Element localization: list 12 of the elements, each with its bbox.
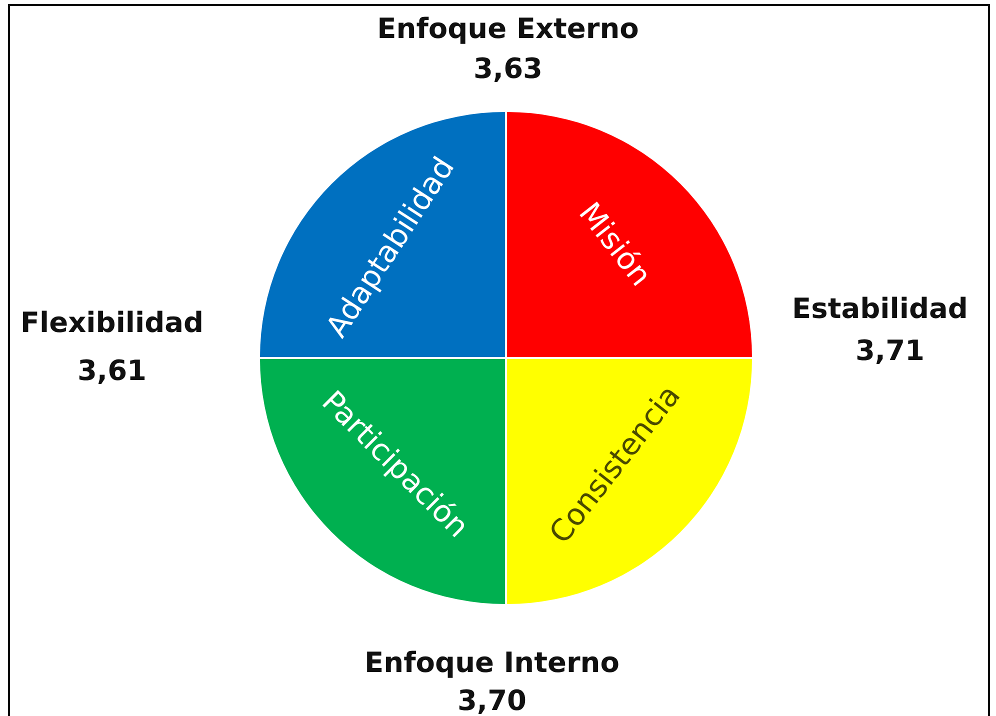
axis-label: Enfoque Interno [364, 646, 620, 679]
score-value: 3,71 [855, 334, 925, 367]
axis-label: Estabilidad [792, 292, 968, 325]
axis-label: Flexibilidad [20, 306, 204, 339]
quadrant-segment [260, 359, 505, 604]
quadrant-segment [260, 112, 505, 357]
quadrant-segment [507, 112, 752, 357]
score-value: 3,61 [77, 354, 147, 387]
score-value: 3,63 [473, 52, 543, 85]
score-value: 3,70 [457, 684, 527, 716]
quadrant-segment [507, 359, 752, 604]
axis-label: Enfoque Externo [377, 12, 639, 45]
